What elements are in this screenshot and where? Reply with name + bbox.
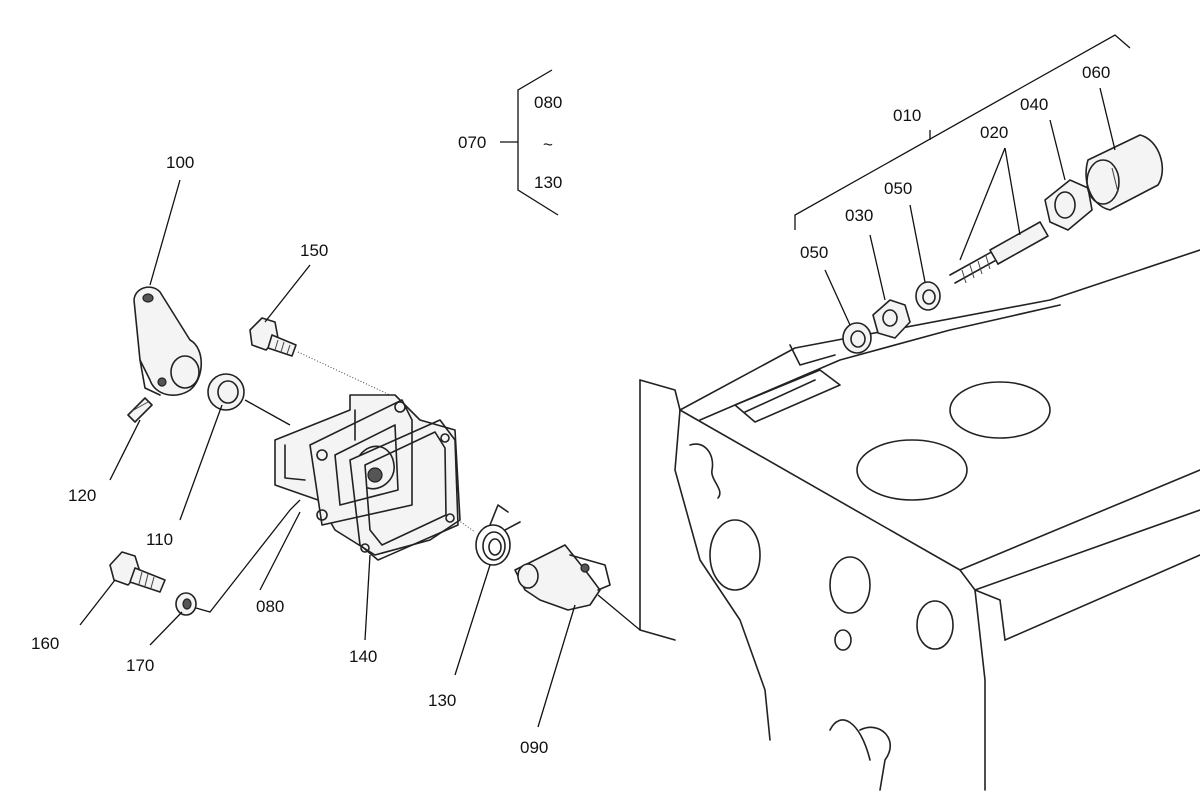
callout-090: 090 <box>520 738 548 757</box>
callout-100: 100 <box>166 153 194 172</box>
seal-part-110 <box>207 373 291 426</box>
callout-160: 160 <box>31 634 59 653</box>
callout-070-range-separator: ~ <box>543 135 553 154</box>
callout-170: 170 <box>126 656 154 675</box>
spring-part-130 <box>475 504 521 566</box>
shaft-part-090 <box>514 544 641 631</box>
washer-part-170 <box>175 499 301 616</box>
callout-150: 150 <box>300 241 328 260</box>
callout-130: 130 <box>428 691 456 710</box>
callout-070-range-to: 130 <box>534 173 562 192</box>
callout-110: 110 <box>146 530 173 549</box>
callout-050-left: 050 <box>800 243 828 262</box>
housing-part-080 <box>274 394 461 556</box>
callout-050-right: 050 <box>884 179 912 198</box>
leader-lines <box>79 34 1131 728</box>
assembly-part-010 <box>842 134 1164 354</box>
pin-part-120 <box>127 397 153 423</box>
callout-010: 010 <box>893 106 921 125</box>
bolt-part-160 <box>109 551 166 593</box>
callout-020: 020 <box>980 123 1008 142</box>
engine-block <box>639 249 1200 791</box>
bolt-part-150 <box>249 317 391 396</box>
callout-140: 140 <box>349 647 377 666</box>
lever-part-100 <box>133 286 202 396</box>
callout-labels: 100 120 110 150 160 170 080 140 130 090 … <box>31 63 1110 757</box>
callout-120: 120 <box>68 486 96 505</box>
callout-040: 040 <box>1020 95 1048 114</box>
callout-080: 080 <box>256 597 284 616</box>
callout-070-range-from: 080 <box>534 93 562 112</box>
callout-030: 030 <box>845 206 873 225</box>
callout-070: 070 <box>458 133 486 152</box>
callout-060: 060 <box>1082 63 1110 82</box>
gasket-part-140 <box>349 419 476 561</box>
